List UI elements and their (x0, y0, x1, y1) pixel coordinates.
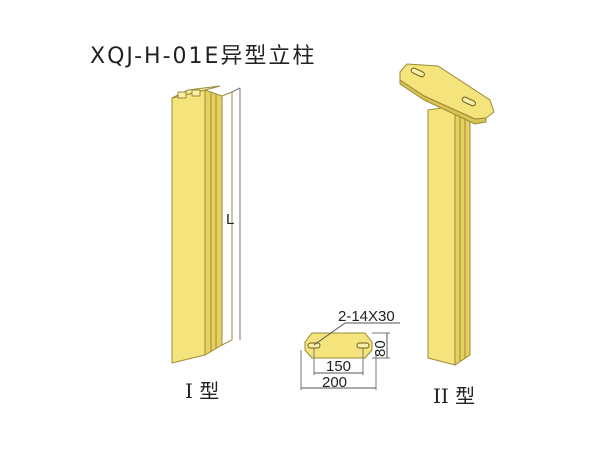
hole-spacing-label: 150 (326, 358, 351, 375)
base-plate-detail (300, 322, 400, 390)
hole-spec-label: 2-14X30 (338, 308, 395, 325)
plate-width-label: 200 (322, 374, 347, 391)
type-i-column (171, 85, 241, 364)
plate-depth-label: 80 (372, 340, 389, 357)
type-i-label: I 型 (185, 379, 220, 403)
diagram-title: XQJ-H-01E异型立柱 (90, 44, 317, 69)
type-ii-label: II 型 (433, 384, 476, 408)
type-ii-column (399, 63, 495, 366)
length-label: L (226, 211, 234, 228)
